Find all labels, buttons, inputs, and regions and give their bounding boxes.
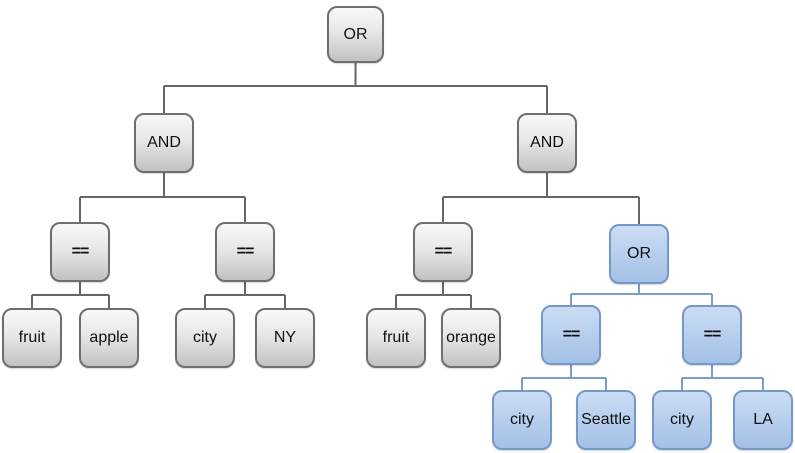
node-or-city: OR — [609, 224, 669, 284]
connector-orblue-to-eqs — [570, 284, 713, 305]
connector-eq2-to-city-ny — [204, 282, 286, 308]
node-and-left: AND — [134, 113, 194, 173]
node-leaf-seattle: Seattle — [576, 390, 636, 450]
connector-root-to-ands — [163, 63, 548, 113]
node-eq-city-la: == — [682, 305, 742, 365]
connector-eqb2-to-city-la — [681, 365, 764, 390]
node-eq-fruit-apple: == — [50, 222, 110, 282]
connector-eqb1-to-city-seattle — [521, 365, 607, 390]
connector-andright-to-eq-and-or — [442, 173, 640, 224]
node-leaf-apple: apple — [79, 308, 139, 368]
node-leaf-ny: NY — [255, 308, 315, 368]
connector-eq1-to-fruit-apple — [31, 282, 110, 308]
node-and-right: AND — [517, 113, 577, 173]
connector-andleft-to-eqs — [79, 173, 246, 222]
node-eq-city-ny: == — [215, 222, 275, 282]
node-leaf-city-1: city — [175, 308, 235, 368]
node-root-or: OR — [327, 6, 384, 63]
node-eq-fruit-orange: == — [413, 222, 473, 282]
node-leaf-la: LA — [733, 390, 793, 450]
connector-eq3-to-fruit-orange — [395, 282, 472, 308]
node-eq-city-seattle: == — [541, 305, 601, 365]
node-leaf-city-2: city — [492, 390, 552, 450]
node-leaf-fruit-2: fruit — [366, 308, 426, 368]
node-leaf-orange: orange — [441, 308, 501, 368]
node-leaf-fruit-1: fruit — [2, 308, 62, 368]
node-leaf-city-3: city — [652, 390, 712, 450]
